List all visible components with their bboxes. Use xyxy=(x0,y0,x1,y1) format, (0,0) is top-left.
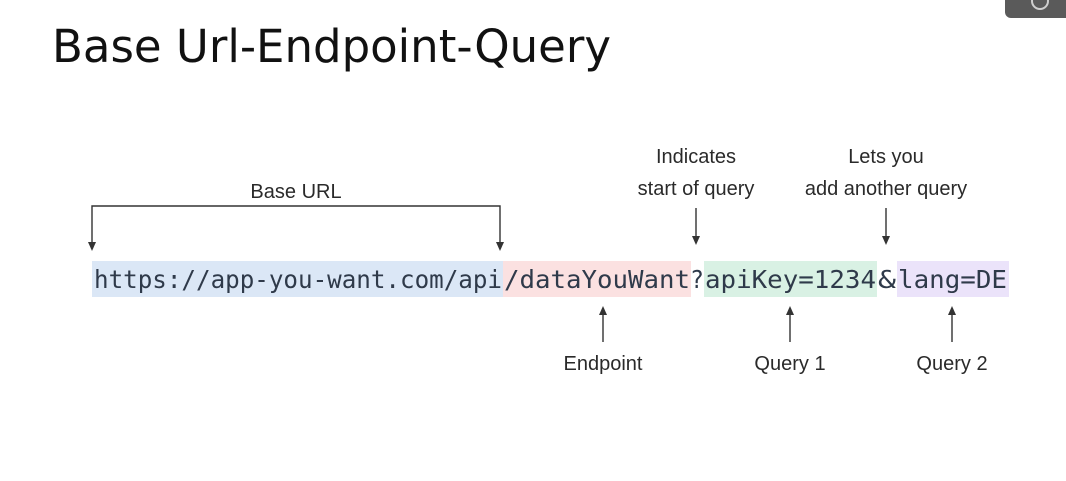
url-endpoint-text: /dataYouWant xyxy=(504,265,690,294)
url-base-text: https://app-you-want.com/api xyxy=(94,265,502,294)
query1-up-arrow xyxy=(786,306,794,342)
url-query2-text: lang=DE xyxy=(898,265,1007,294)
url-query1-text: apiKey=1234 xyxy=(705,265,876,294)
endpoint-up-arrow xyxy=(599,306,607,342)
separator-label-line2: add another query xyxy=(805,178,967,200)
query-start-label-line1: Indicates xyxy=(656,146,736,168)
query-start-down-arrow xyxy=(692,208,700,245)
separator-label-line1: Lets you xyxy=(848,146,924,168)
base-url-bracket xyxy=(88,205,504,251)
query2-label: Query 2 xyxy=(916,353,987,375)
query1-highlight xyxy=(704,261,877,297)
query1-label: Query 1 xyxy=(754,353,825,375)
corner-thumbnail xyxy=(1005,0,1066,18)
slide-title: Base Url-Endpoint-Query xyxy=(52,20,611,73)
endpoint-highlight xyxy=(503,261,691,297)
separator-down-arrow xyxy=(882,208,890,245)
query-start-label-line2: start of query xyxy=(638,178,755,200)
query2-highlight xyxy=(897,261,1009,297)
endpoint-label: Endpoint xyxy=(564,353,643,375)
query2-up-arrow xyxy=(948,306,956,342)
url-separator-text: & xyxy=(878,265,896,294)
url-query-start-text: ? xyxy=(690,265,704,294)
base-url-highlight xyxy=(92,261,503,297)
base-url-label: Base URL xyxy=(250,181,341,203)
